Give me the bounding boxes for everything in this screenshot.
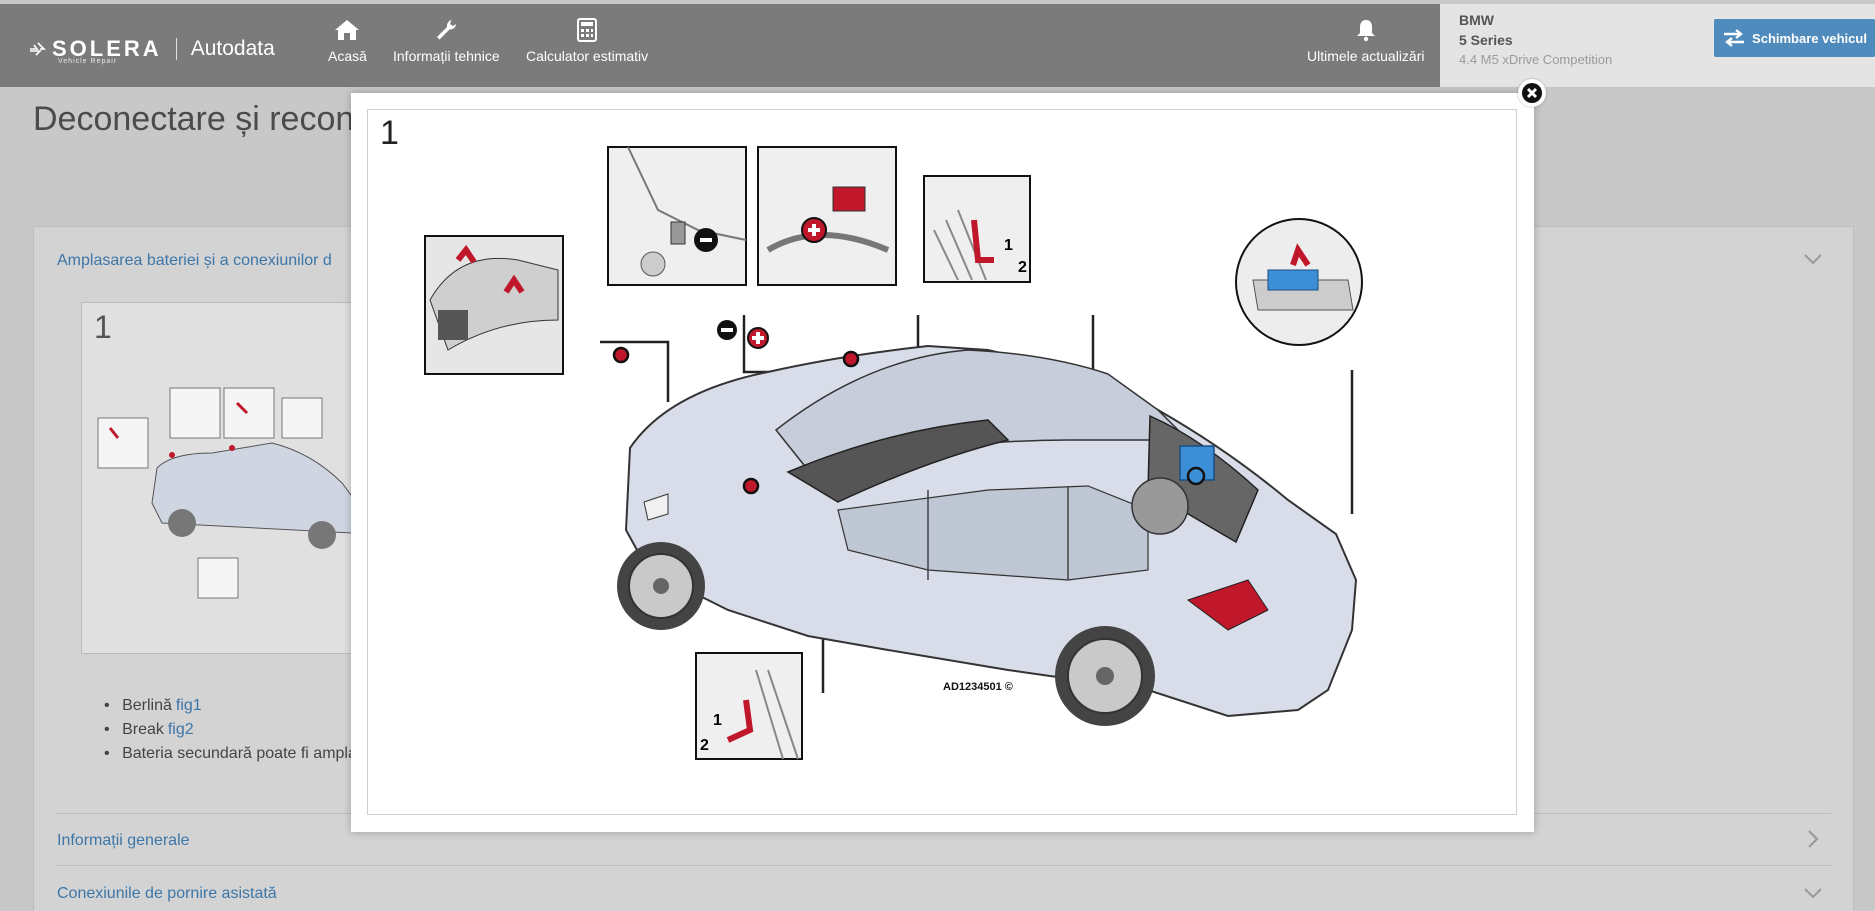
battery-location-diagram: 1 2 1 2 AD1234501 © xyxy=(424,146,1363,760)
detail-door-sill-2: 1 2 xyxy=(695,652,803,760)
vehicle-variant: 4.4 M5 xDrive Competition xyxy=(1459,52,1613,67)
positive-terminal-marker xyxy=(747,327,769,349)
nav-technical-info[interactable]: Informații tehnice xyxy=(393,18,500,66)
chevron-down-icon[interactable] xyxy=(1803,253,1823,265)
thumbnail-figure-number: 1 xyxy=(94,309,112,345)
nav-latest-updates-label: Ultimele actualizări xyxy=(1307,48,1425,64)
top-navigation-bar: SOLERA Vehicle Repair Autodata Acasă Inf… xyxy=(0,4,1875,87)
list-item: Bateria secundară poate fi ampla xyxy=(104,745,357,763)
callout-label: 2 xyxy=(1018,259,1027,276)
section-general-info[interactable]: Informații generale xyxy=(57,832,190,849)
section-jump-start[interactable]: Conexiunile de pornire asistată xyxy=(57,885,277,902)
selected-vehicle-panel: BMW 5 Series 4.4 M5 xDrive Competition S… xyxy=(1440,4,1875,87)
nav-estimate-calculator[interactable]: Calculator estimativ xyxy=(526,18,648,66)
detail-hood-release xyxy=(424,235,564,375)
nav-estimate-calculator-label: Calculator estimativ xyxy=(526,48,649,64)
calculator-icon xyxy=(577,18,598,42)
wrench-icon xyxy=(437,20,457,40)
solera-logo[interactable]: SOLERA Vehicle Repair Autodata xyxy=(28,36,275,65)
detail-negative-terminal xyxy=(607,146,747,286)
figure-thumbnail[interactable]: 1 xyxy=(81,302,368,654)
swap-arrows-icon xyxy=(1724,29,1745,47)
logo-separator xyxy=(175,38,177,60)
vehicle-model: 5 Series xyxy=(1459,32,1513,48)
close-modal-button[interactable] xyxy=(1518,79,1546,107)
figure-modal: 1 xyxy=(351,93,1534,832)
car-illustration xyxy=(617,344,1358,726)
figure-number: 1 xyxy=(380,114,399,152)
nav-technical-info-label: Informații tehnice xyxy=(393,48,500,64)
nav-home[interactable]: Acasă xyxy=(328,18,367,66)
change-vehicle-button[interactable]: Schimbare vehicul xyxy=(1714,19,1875,57)
fig1-link[interactable]: fig1 xyxy=(175,697,202,714)
page-title: Deconectare și recon xyxy=(33,100,355,138)
car-thumbnail-illustration xyxy=(97,387,358,599)
vehicle-make: BMW xyxy=(1459,12,1494,28)
nav-home-label: Acasă xyxy=(328,48,367,64)
bell-icon xyxy=(1356,20,1375,42)
detail-positive-terminal xyxy=(757,146,897,286)
section-divider xyxy=(56,865,1831,866)
change-vehicle-label: Schimbare vehicul xyxy=(1752,30,1867,46)
product-name: Autodata xyxy=(190,37,275,60)
figure-frame: 1 xyxy=(367,109,1517,815)
callout-label: 1 xyxy=(713,712,722,729)
section-battery-location[interactable]: Amplasarea bateriei și a conexiunilor d xyxy=(57,252,332,269)
figure-code: AD1234501 © xyxy=(943,681,1013,693)
home-icon xyxy=(335,20,360,40)
battery-location-marker xyxy=(1186,466,1206,486)
solera-logo-icon xyxy=(30,42,46,56)
brand-subtitle: Vehicle Repair xyxy=(58,58,118,65)
callout-label: 1 xyxy=(1004,237,1013,254)
nav-latest-updates[interactable]: Ultimele actualizări xyxy=(1307,18,1424,66)
brand-name: SOLERA xyxy=(52,36,162,61)
location-markers xyxy=(612,346,860,495)
close-icon xyxy=(1522,83,1542,103)
chevron-right-icon[interactable] xyxy=(1807,829,1819,849)
chevron-down-icon[interactable] xyxy=(1803,887,1823,899)
fig2-link[interactable]: fig2 xyxy=(167,721,194,738)
negative-terminal-marker xyxy=(717,320,737,340)
detail-battery-compartment xyxy=(1235,218,1363,346)
detail-door-sill-1: 1 2 xyxy=(923,175,1031,283)
callout-label: 2 xyxy=(700,737,709,754)
